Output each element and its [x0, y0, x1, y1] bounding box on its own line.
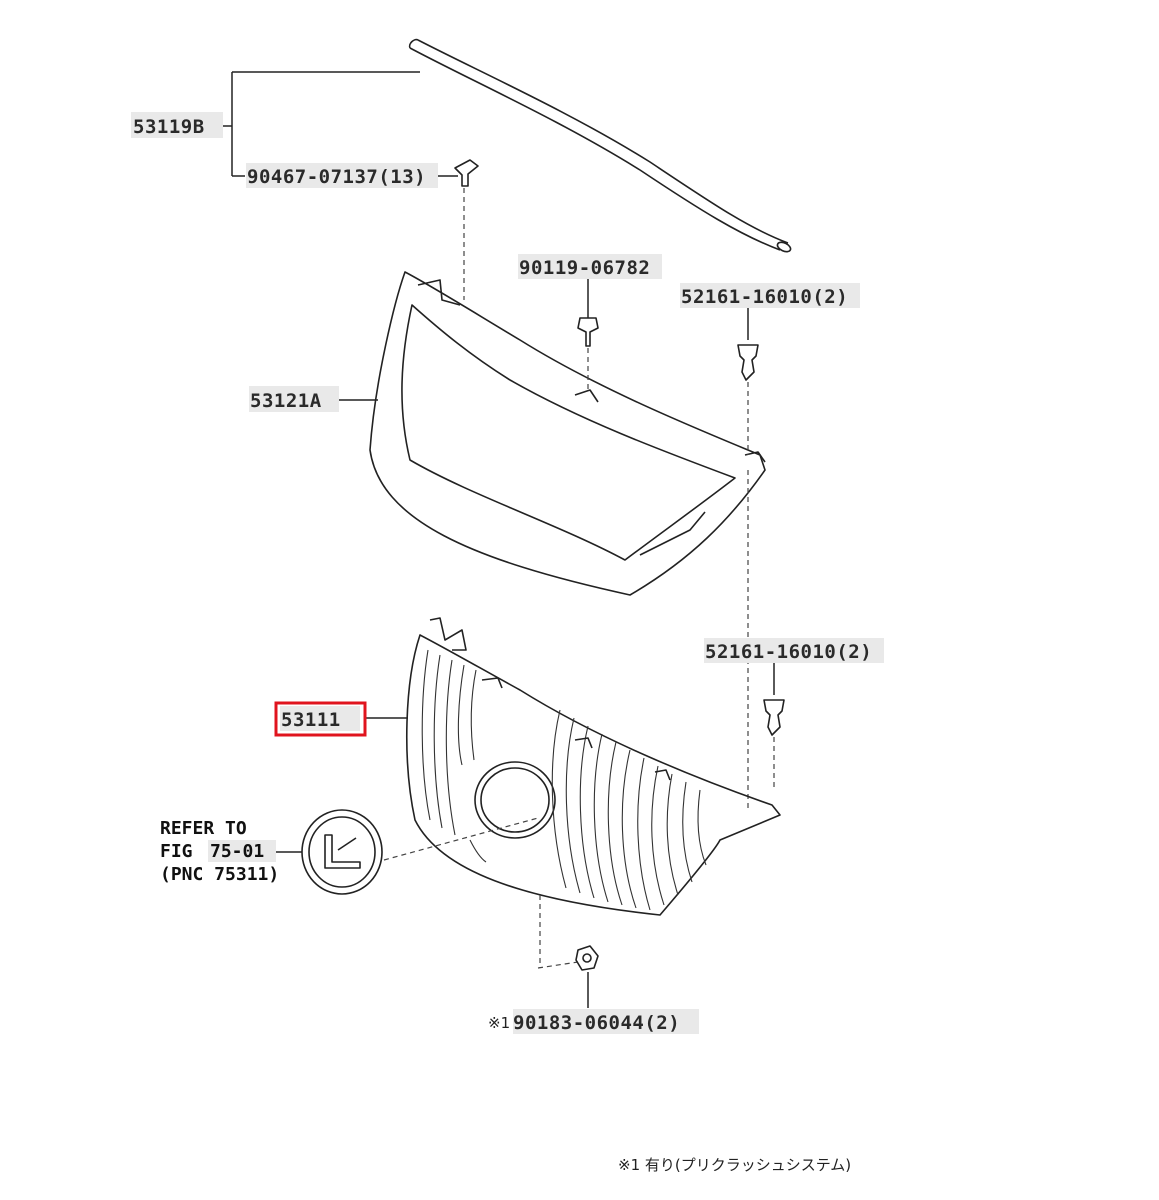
highlight-box	[274, 701, 367, 737]
label-53121a[interactable]: 53121A	[249, 386, 339, 412]
ref-fig-link[interactable]: 75-01	[210, 841, 264, 862]
label-90119-06782[interactable]: 90119-06782	[518, 254, 662, 279]
svg-text:52161-16010(2): 52161-16010(2)	[705, 641, 872, 663]
frame-53121a	[369, 271, 766, 596]
label-53119b[interactable]: 53119B	[131, 112, 223, 138]
svg-text:53111: 53111	[281, 709, 341, 731]
label-52161-16010-lower[interactable]: 52161-16010(2)	[704, 638, 884, 663]
label-90467-07137[interactable]: 90467-07137(13)	[246, 163, 438, 188]
emblem-reference: REFER TO FIG 75-01 (PNC 75311)	[160, 818, 279, 885]
svg-text:90183-06044(2): 90183-06044(2)	[513, 1012, 680, 1034]
svg-text:53121A: 53121A	[250, 390, 322, 412]
nut-prefix: ※1	[488, 1014, 510, 1032]
molding-clip-90467	[438, 159, 479, 187]
svg-text:52161-16010(2): 52161-16010(2)	[681, 286, 848, 308]
ref-fig-prefix: FIG	[160, 841, 193, 862]
svg-text:90119-06782: 90119-06782	[519, 257, 650, 279]
svg-text:53119B: 53119B	[133, 116, 205, 138]
label-52161-16010-upper[interactable]: 52161-16010(2)	[680, 283, 860, 308]
emblem	[301, 809, 383, 895]
label-90183-06044[interactable]: ※1 90183-06044(2)	[488, 1009, 699, 1034]
grille-53111	[405, 617, 781, 916]
upper-molding-53119b	[408, 38, 792, 253]
svg-text:(PNC 75311): (PNC 75311)	[160, 864, 279, 885]
clip-lower-52161	[763, 662, 785, 736]
clip-upper-52161	[737, 308, 759, 381]
footnote: ※1 有り(プリクラッシュシステム)	[618, 1156, 851, 1174]
nut-90183	[575, 945, 599, 1008]
svg-text:REFER TO: REFER TO	[160, 818, 247, 839]
grille-slats	[421, 649, 707, 911]
label-53111-highlighted[interactable]: 53111	[274, 701, 367, 737]
screw-90119	[577, 278, 599, 347]
leader-53119b	[222, 71, 420, 177]
svg-text:90467-07137(13): 90467-07137(13)	[247, 166, 426, 188]
